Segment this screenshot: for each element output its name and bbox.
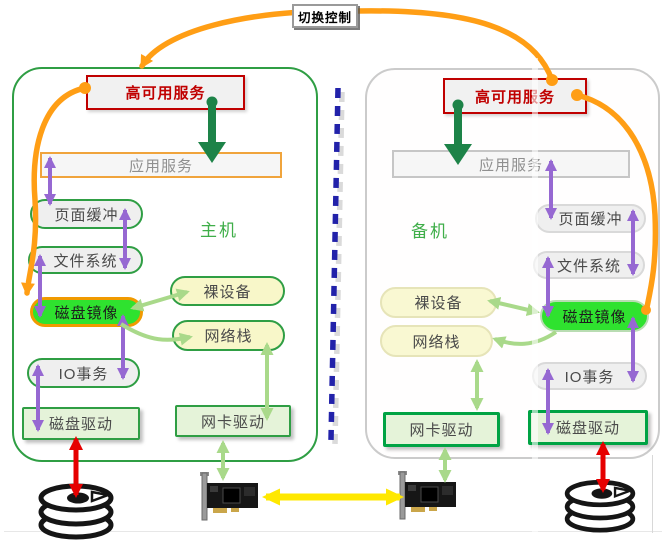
machine-divider-dashed-line [328, 87, 341, 441]
file-system-left: 文件系统 [28, 246, 143, 274]
nic-driver-left: 网卡驱动 [175, 405, 291, 437]
disk-driver-right: 磁盘驱动 [528, 410, 648, 445]
disk-mirror-right: 磁盘镜像 [540, 300, 649, 332]
nic-card-icon-right [398, 471, 456, 520]
raw-device-left: 裸设备 [170, 276, 285, 306]
scan-artifact-baseline [4, 531, 662, 532]
ha-service-left: 高可用服务 [86, 75, 245, 110]
ha-service-right: 高可用服务 [443, 78, 587, 114]
divider-shadow [332, 91, 345, 445]
nic-card-icon-left [200, 472, 258, 521]
network-stack-left: 网络栈 [172, 320, 285, 351]
primary-machine-label: 主机 [200, 221, 238, 240]
io-transaction-left: IO事务 [27, 358, 140, 388]
page-cache-left: 页面缓冲 [30, 199, 143, 229]
disk-driver-left: 磁盘驱动 [22, 407, 140, 440]
app-service-left: 应用服务 [40, 152, 282, 178]
disk-mirror-left: 磁盘镜像 [30, 297, 143, 327]
scan-artifact-strip [532, 58, 538, 536]
scan-artifact-line [652, 455, 653, 533]
switch-control-label: 切换控制 [292, 4, 358, 28]
page-cache-right: 页面缓冲 [535, 204, 646, 233]
nic-driver-right: 网卡驱动 [383, 412, 500, 447]
disk-stack-icon-right [564, 479, 636, 533]
network-stack-right: 网络栈 [380, 325, 493, 357]
raw-device-right: 裸设备 [380, 287, 497, 318]
app-service-right: 应用服务 [392, 150, 630, 178]
backup-machine-label: 备机 [411, 222, 449, 241]
io-transaction-right: IO事务 [532, 362, 647, 390]
disk-stack-icon-left [38, 483, 114, 540]
file-system-right: 文件系统 [533, 251, 645, 279]
